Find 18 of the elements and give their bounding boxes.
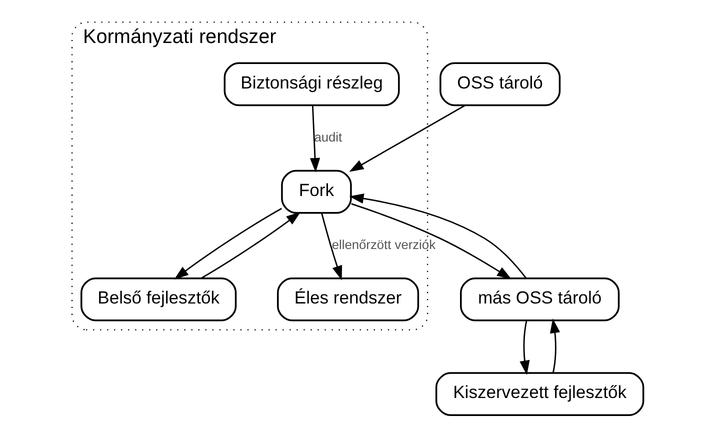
node-box: OSS tároló <box>440 62 561 106</box>
node-box: Biztonsági részleg <box>224 62 400 106</box>
arrow <box>520 320 530 376</box>
arrow <box>550 318 560 374</box>
node-box: Kiszervezett fejlesztők <box>435 372 644 416</box>
node-box: Éles rendszer <box>276 277 420 322</box>
arrow <box>320 212 342 280</box>
arrow <box>349 104 466 172</box>
arrow <box>200 212 301 279</box>
arrow <box>174 208 282 280</box>
arrow <box>351 203 512 280</box>
node-box: Belső fejlesztők <box>80 277 237 322</box>
arrow <box>310 106 320 172</box>
edge-label: audit <box>314 129 342 144</box>
arrow <box>349 193 527 279</box>
node-box: Fork <box>281 170 352 214</box>
edge-label: ellenőrzött verziók <box>332 236 436 252</box>
node-box: más OSS tároló <box>460 277 620 322</box>
